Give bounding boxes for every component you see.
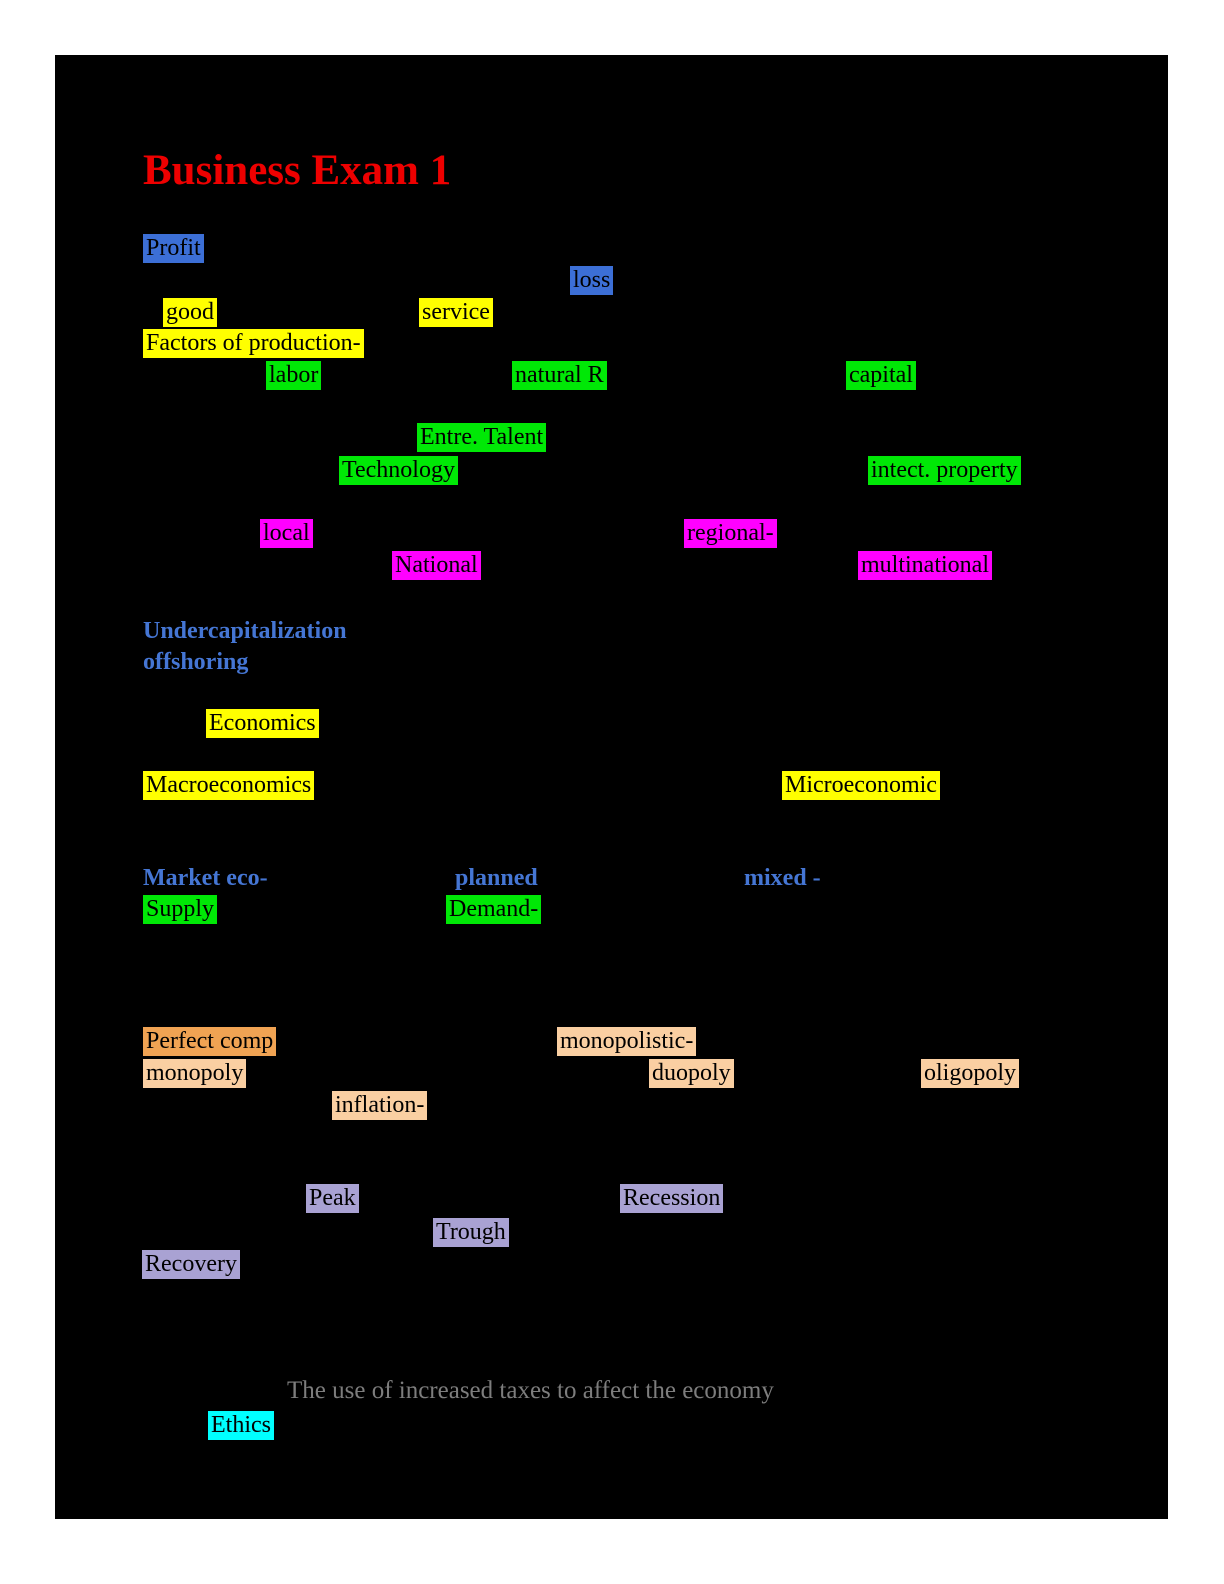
term-perfect-comp: Perfect comp xyxy=(143,1027,277,1056)
term-profit: Profit xyxy=(143,234,204,263)
term-supply: Supply xyxy=(143,895,218,924)
term-good: good xyxy=(163,298,217,327)
term-inflation: inflation- xyxy=(332,1091,428,1120)
term-factors-of-production: Factors of production- xyxy=(143,329,364,358)
term-microeconomic: Microeconomic xyxy=(782,771,940,800)
term-market-eco: Market eco- xyxy=(143,865,268,891)
term-planned: planned xyxy=(455,865,538,891)
term-peak: Peak xyxy=(306,1184,359,1213)
term-natural-r: natural R xyxy=(512,361,607,390)
term-macroeconomics: Macroeconomics xyxy=(143,771,315,800)
document-title: Business Exam 1 xyxy=(143,147,452,194)
term-undercapitalization: Undercapitalization xyxy=(143,618,347,644)
term-labor: labor xyxy=(266,361,322,390)
term-economics: Economics xyxy=(206,709,319,738)
term-service: service xyxy=(419,298,493,327)
term-technology: Technology xyxy=(339,456,458,485)
term-intect-property: intect. property xyxy=(868,456,1021,485)
term-mixed: mixed - xyxy=(744,865,821,891)
term-trough: Trough xyxy=(433,1218,509,1247)
term-regional: regional- xyxy=(684,519,777,548)
term-demand: Demand- xyxy=(446,895,542,924)
term-local: local xyxy=(260,519,313,548)
term-capital: capital xyxy=(846,361,916,390)
term-ethics: Ethics xyxy=(208,1411,274,1440)
term-recovery: Recovery xyxy=(142,1250,240,1279)
term-multinational: multinational xyxy=(858,551,992,580)
term-national: National xyxy=(392,551,481,580)
term-duopoly: duopoly xyxy=(649,1059,734,1088)
term-recession: Recession xyxy=(620,1184,724,1213)
term-offshoring: offshoring xyxy=(143,649,249,675)
term-loss: loss xyxy=(570,266,614,295)
term-monopoly: monopoly xyxy=(143,1059,247,1088)
term-entre-talent: Entre. Talent xyxy=(417,423,547,452)
term-monopolistic: monopolistic- xyxy=(557,1027,697,1056)
term-oligopoly: oligopoly xyxy=(921,1059,1020,1088)
term-the-use-of-increased-taxes-to-affect-the-economy: The use of increased taxes to affect the… xyxy=(287,1377,774,1404)
